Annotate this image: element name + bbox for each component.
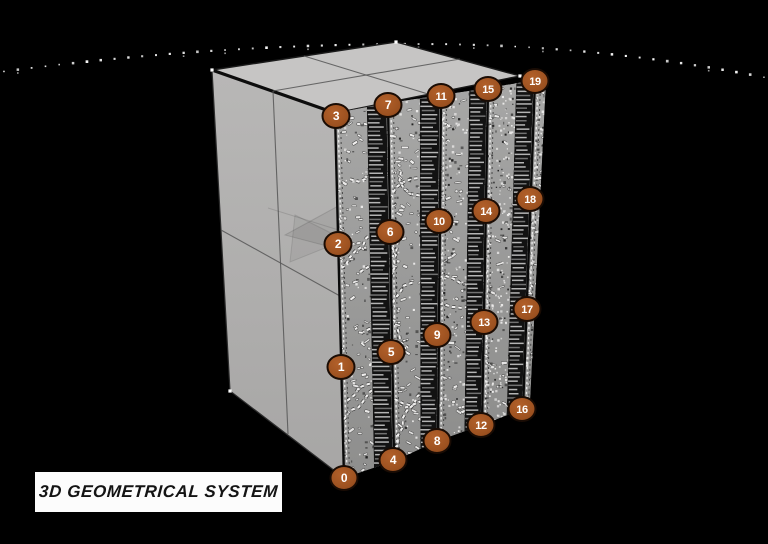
svg-text:12: 12: [475, 420, 487, 432]
svg-text:7: 7: [385, 98, 392, 112]
marker-18[interactable]: 18: [515, 186, 545, 212]
svg-text:8: 8: [434, 434, 441, 448]
svg-text:2: 2: [335, 237, 342, 251]
marker-4[interactable]: 4: [378, 447, 408, 473]
svg-text:10: 10: [433, 216, 445, 228]
marker-14[interactable]: 14: [471, 198, 501, 224]
panel-gap-1: [419, 95, 440, 450]
marker-19[interactable]: 19: [520, 68, 550, 94]
svg-text:5: 5: [388, 345, 395, 359]
svg-text:1: 1: [338, 360, 345, 374]
marker-7[interactable]: 7: [373, 92, 403, 118]
marker-9[interactable]: 9: [422, 322, 452, 348]
svg-text:19: 19: [529, 76, 541, 88]
marker-10[interactable]: 10: [424, 208, 454, 234]
slab-edge-1: [386, 102, 396, 462]
svg-text:14: 14: [480, 206, 493, 218]
svg-text:13: 13: [478, 317, 490, 329]
marker-12[interactable]: 12: [466, 412, 496, 438]
title-label: 3D GEOMETRICAL SYSTEM: [38, 482, 279, 501]
svg-text:17: 17: [521, 304, 533, 316]
svg-text:4: 4: [390, 453, 397, 467]
marker-6[interactable]: 6: [375, 219, 405, 245]
marker-13[interactable]: 13: [469, 309, 499, 335]
svg-text:11: 11: [435, 91, 446, 103]
marker-15[interactable]: 15: [473, 76, 503, 102]
svg-text:18: 18: [524, 194, 536, 206]
panel-gap-2: [464, 88, 487, 432]
marker-8[interactable]: 8: [422, 428, 452, 454]
marker-0[interactable]: 0: [329, 465, 359, 491]
svg-text:16: 16: [516, 404, 528, 416]
box-3d: [210, 40, 522, 480]
marker-1[interactable]: 1: [326, 354, 356, 380]
svg-text:3: 3: [333, 109, 340, 123]
title-badge: 3D GEOMETRICAL SYSTEM: [35, 472, 282, 512]
svg-text:15: 15: [482, 84, 494, 96]
marker-17[interactable]: 17: [512, 296, 542, 322]
marker-11[interactable]: 11: [426, 83, 456, 109]
svg-text:0: 0: [341, 471, 348, 485]
marker-3[interactable]: 3: [321, 103, 351, 129]
panel-gap-0: [366, 103, 393, 468]
texture-panels: [333, 79, 546, 479]
svg-text:6: 6: [387, 225, 394, 239]
marker-5[interactable]: 5: [376, 339, 406, 365]
svg-text:9: 9: [434, 328, 441, 342]
slab-edge-0: [333, 112, 346, 479]
slab-edge-2: [436, 94, 443, 442]
slab-edge-3: [480, 87, 490, 426]
marker-16[interactable]: 16: [507, 396, 537, 422]
slab-edge-4: [521, 79, 537, 410]
marker-2[interactable]: 2: [323, 231, 353, 257]
